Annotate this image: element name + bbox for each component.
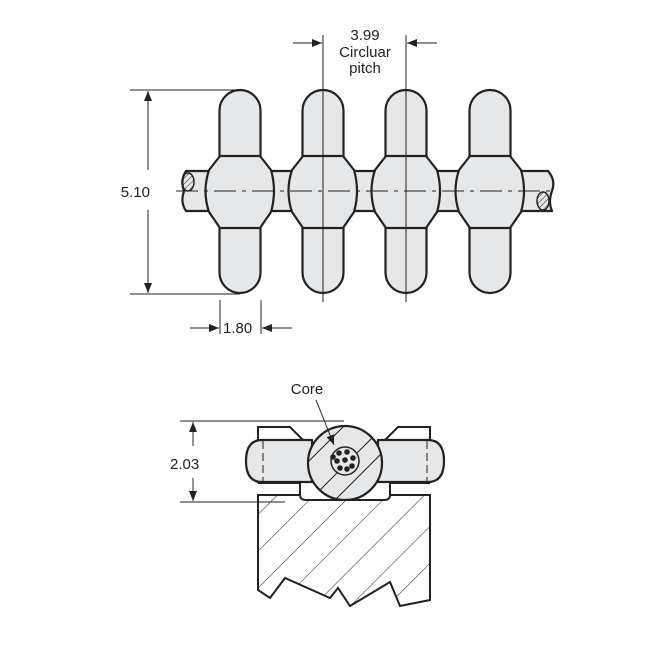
pin-width-dimension: 1.80 bbox=[190, 300, 292, 337]
core-label: Core bbox=[291, 381, 324, 398]
pitch-label: 3.99 bbox=[350, 27, 379, 44]
core-callout: Core bbox=[291, 381, 335, 446]
strand bbox=[350, 455, 356, 461]
strand bbox=[337, 465, 343, 471]
pin bbox=[454, 88, 526, 295]
pitch-caption-2: pitch bbox=[349, 60, 381, 77]
strand bbox=[336, 450, 342, 456]
section-pins bbox=[244, 438, 446, 484]
strand bbox=[349, 463, 355, 469]
core-strands bbox=[330, 449, 356, 472]
pitch-dimension: 3.99 Circluar pitch bbox=[293, 27, 437, 77]
strand bbox=[342, 457, 348, 463]
section-height-label: 2.03 bbox=[170, 456, 199, 473]
height-label: 5.10 bbox=[121, 184, 150, 201]
strand bbox=[344, 449, 350, 455]
pitch-caption-1: Circluar bbox=[339, 44, 391, 61]
height-dimension: 5.10 bbox=[121, 89, 240, 295]
section-height-dimension: 2.03 bbox=[170, 420, 344, 503]
strand bbox=[330, 454, 336, 460]
pin-width-label: 1.80 bbox=[223, 320, 252, 337]
strand bbox=[344, 466, 350, 472]
strand bbox=[334, 458, 340, 464]
